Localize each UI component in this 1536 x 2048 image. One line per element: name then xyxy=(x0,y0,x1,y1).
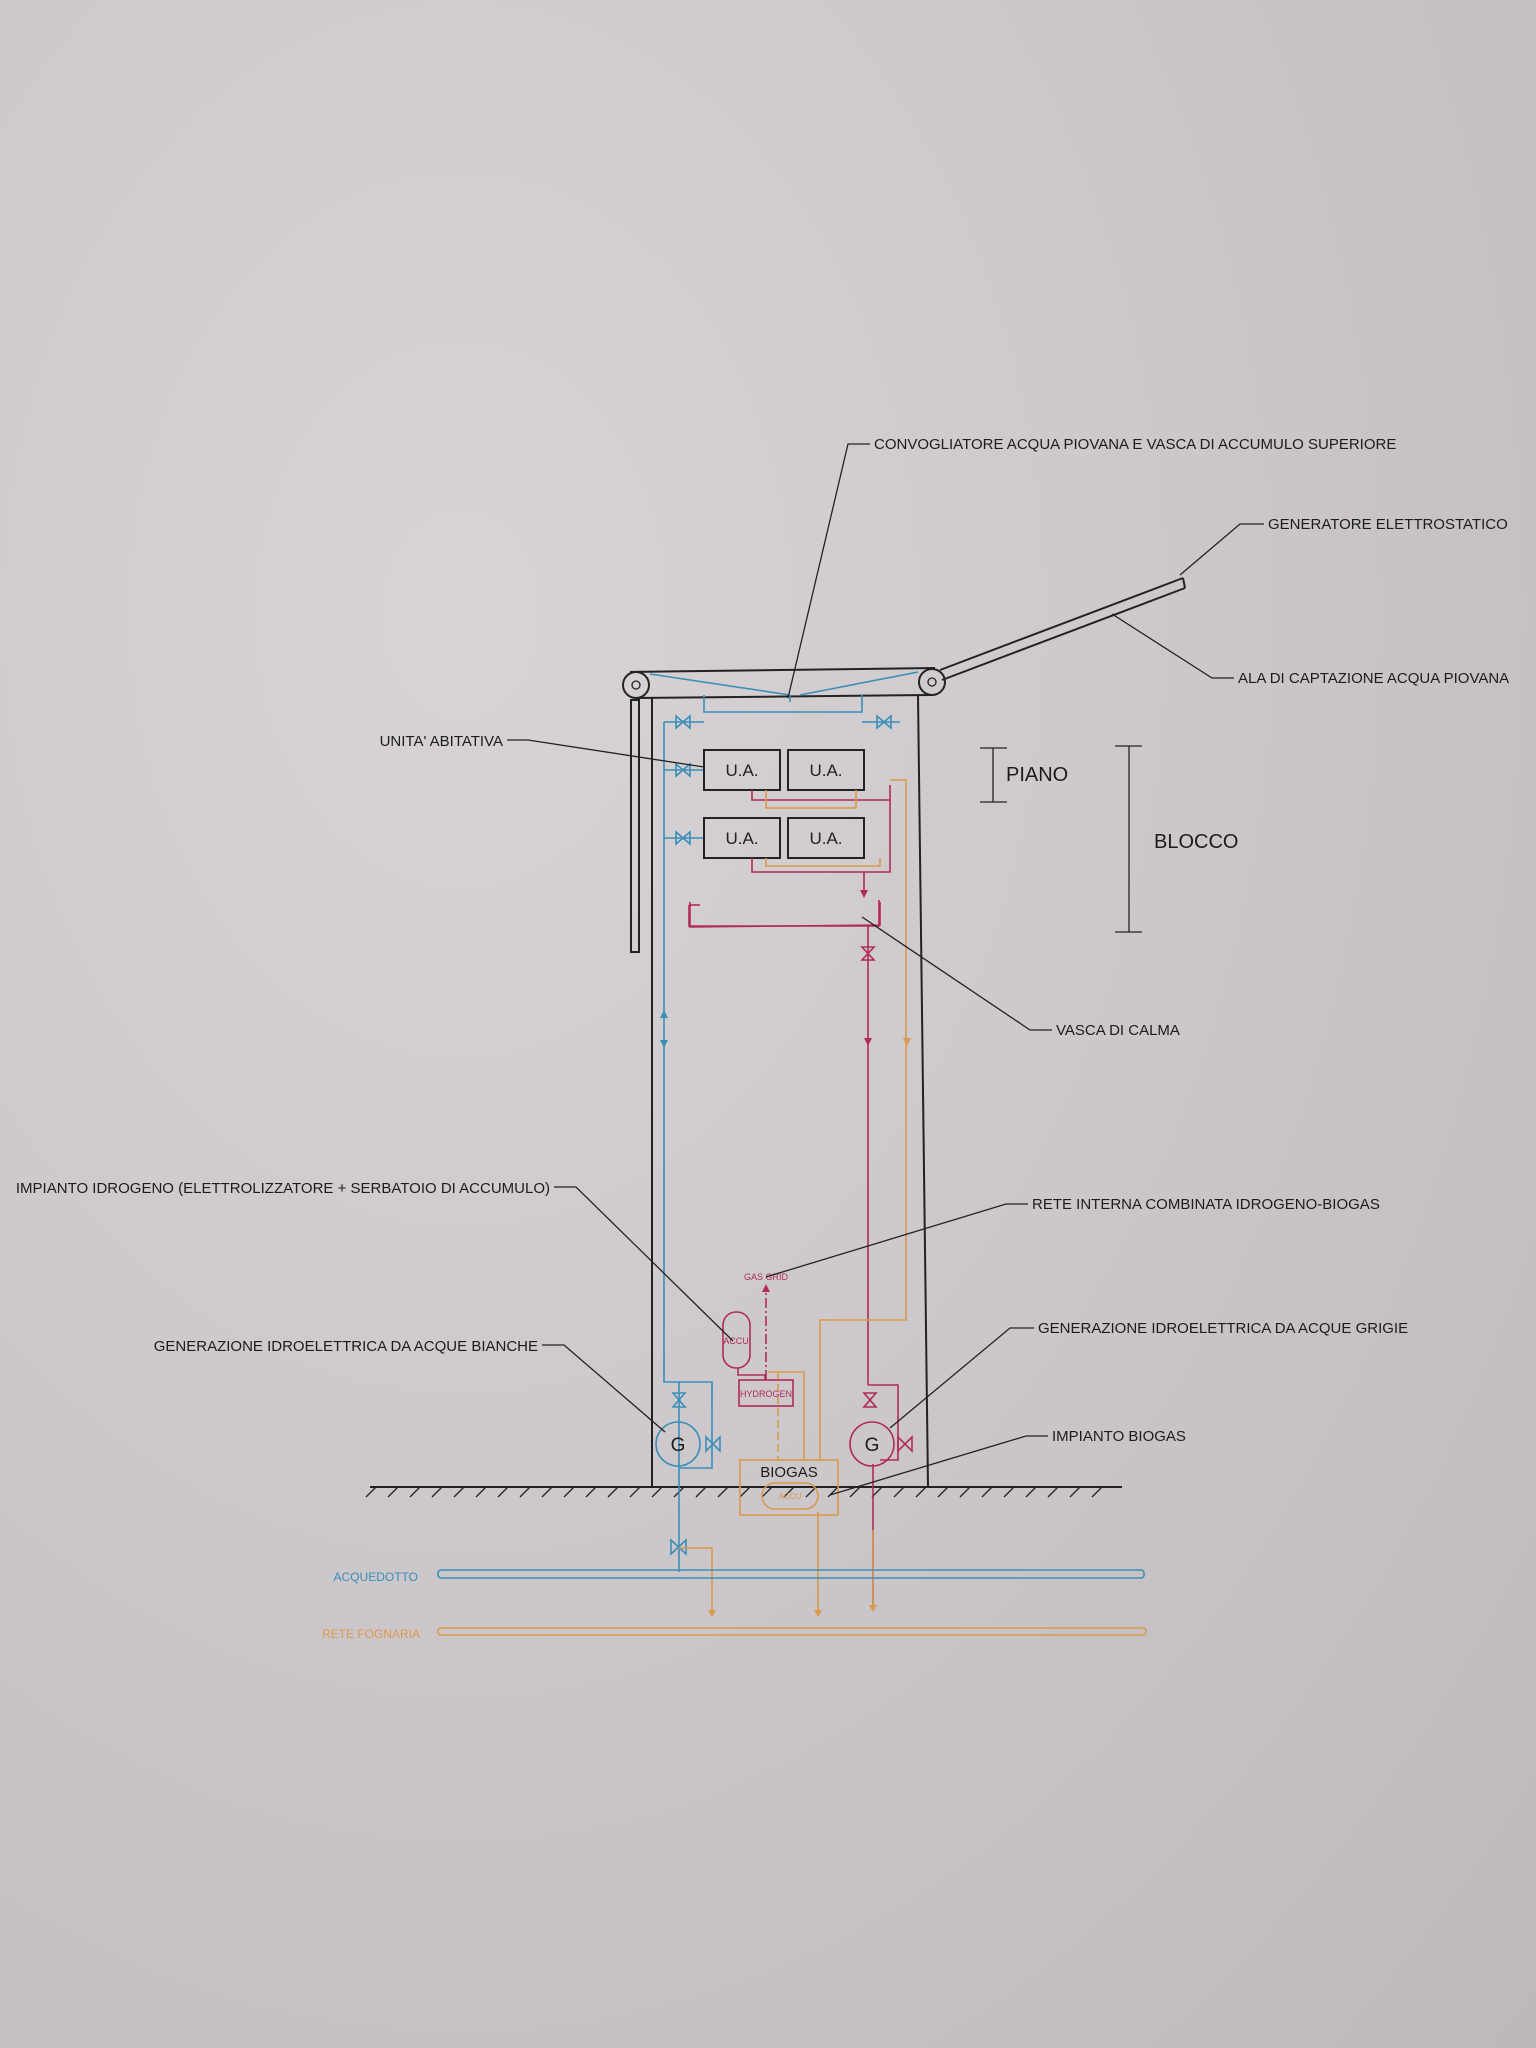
biogas-plant: BIOGAS ACCU xyxy=(739,1459,839,1516)
ground-line xyxy=(365,1486,1122,1498)
label-impianto-biogas: IMPIANTO BIOGAS xyxy=(1052,1428,1186,1445)
label-impianto-idrogeno: IMPIANTO IDROGENO (ELETTROLIZZATORE + SE… xyxy=(16,1180,550,1197)
flow-arrow-icon xyxy=(660,1010,668,1048)
accu-label: ACCU xyxy=(723,1336,749,1346)
ua-label: U.A. xyxy=(809,829,842,848)
blocco-label: BLOCCO xyxy=(1154,831,1238,853)
grey-water-network xyxy=(688,785,913,1605)
label-gen-grigie: GENERAZIONE IDROELETTRICA DA ACQUE GRIGI… xyxy=(1038,1320,1408,1337)
biogas-label: BIOGAS xyxy=(760,1464,818,1481)
generator-white: G xyxy=(655,1421,701,1467)
dimension-marker-blocco xyxy=(1115,745,1142,933)
generator-label: G xyxy=(671,1435,686,1456)
sewer-network xyxy=(679,779,911,1617)
ua-label: U.A. xyxy=(725,761,758,780)
aqueduct-label: ACQUEDOTTO xyxy=(334,1570,418,1584)
building-structure xyxy=(622,577,1186,1488)
accu-label: ACCU xyxy=(779,1492,802,1501)
label-rete-interna: RETE INTERNA COMBINATA IDROGENO-BIOGAS xyxy=(1032,1196,1380,1213)
ua-label: U.A. xyxy=(725,829,758,848)
housing-units: U.A. U.A. U.A. U.A. xyxy=(703,749,865,859)
leader-lines xyxy=(507,443,1264,1496)
label-gen-bianche: GENERAZIONE IDROELETTRICA DA ACQUE BIANC… xyxy=(154,1338,538,1355)
hydrogen-label: HYDROGEN xyxy=(740,1389,792,1399)
aqueduct-pipe xyxy=(437,1569,1145,1579)
sewer-pipe xyxy=(437,1627,1147,1636)
label-vasca-calma: VASCA DI CALMA xyxy=(1056,1022,1180,1039)
label-ala-captazione: ALA DI CAPTAZIONE ACQUA PIOVANA xyxy=(1238,670,1509,687)
sewer-label: RETE FOGNARIA xyxy=(322,1627,420,1641)
generator-grey: G xyxy=(849,1421,895,1467)
hydrogen-system: ACCU HYDROGEN GAS GRID xyxy=(722,1272,794,1407)
ua-label: U.A. xyxy=(809,761,842,780)
dimension-marker-piano xyxy=(980,747,1007,803)
generator-label: G xyxy=(865,1435,880,1456)
label-unita-abitativa: UNITA' ABITATIVA xyxy=(380,733,503,750)
valve-icon xyxy=(670,714,892,1556)
label-convogliatore: CONVOGLIATORE ACQUA PIOVANA E VASCA DI A… xyxy=(874,436,1396,453)
piano-label: PIANO xyxy=(1006,764,1068,786)
label-generatore-elettrostatico: GENERATORE ELETTROSTATICO xyxy=(1268,516,1508,533)
calm-tank xyxy=(689,902,881,928)
